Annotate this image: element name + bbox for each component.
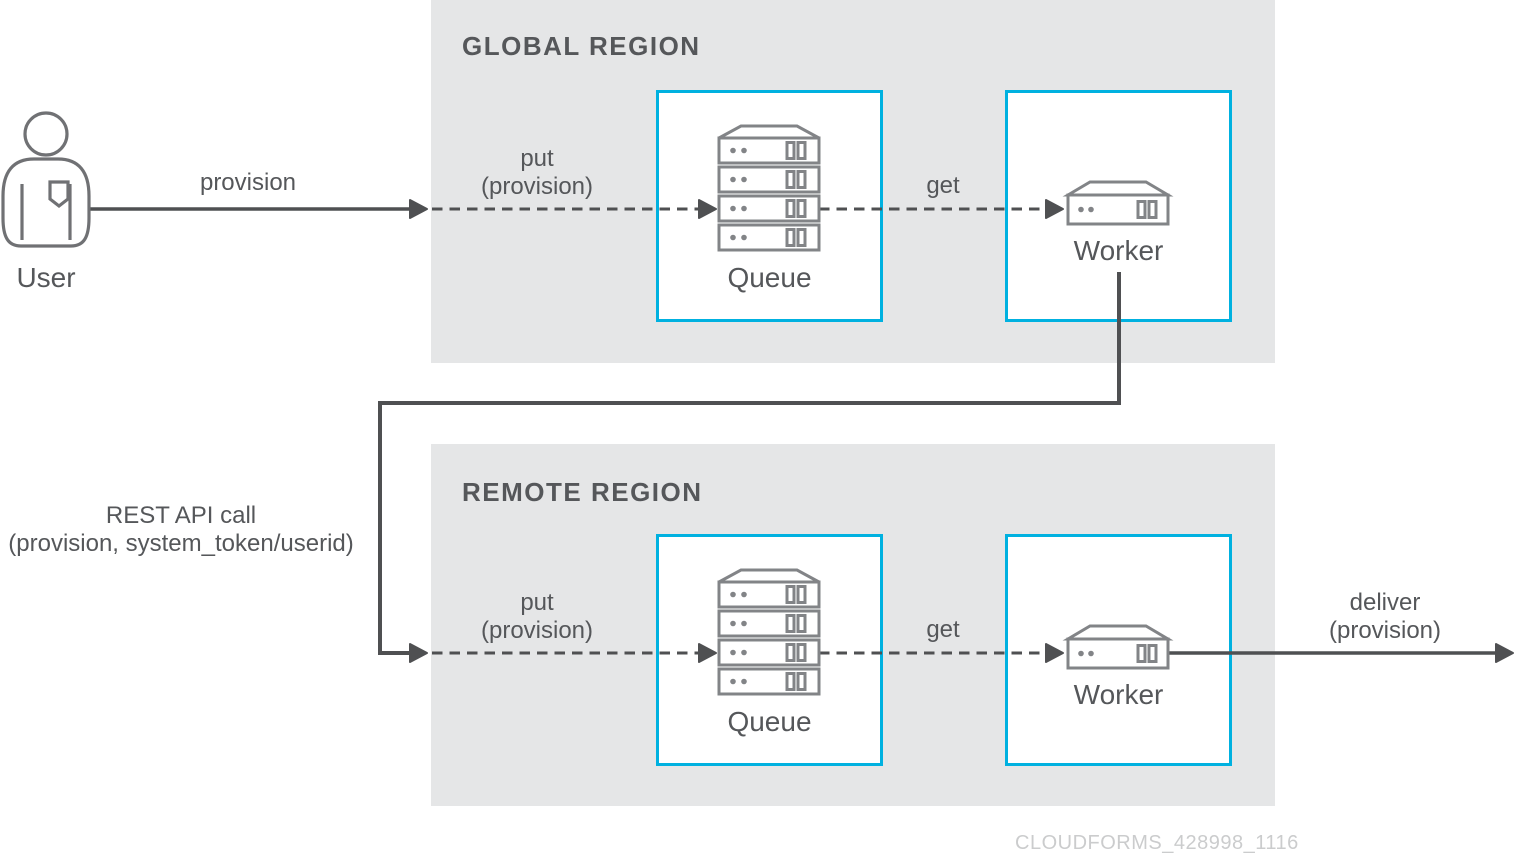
get-global-arrow xyxy=(819,199,1064,219)
deliver-line2: (provision) xyxy=(1328,617,1442,644)
deliver-arrow xyxy=(1167,643,1514,663)
get-remote-label: get xyxy=(926,616,960,643)
user-label: User xyxy=(16,262,76,293)
get-remote-arrow xyxy=(819,643,1064,663)
rest-api-connector xyxy=(378,272,1121,663)
global-queue-icon xyxy=(717,124,821,252)
put-global-line1: put xyxy=(520,145,554,172)
rest-api-line1: REST API call xyxy=(105,502,257,529)
global-queue-label: Queue xyxy=(727,262,812,293)
get-global-label: get xyxy=(926,172,960,199)
remote-queue-label: Queue xyxy=(727,706,812,737)
remote-queue-icon xyxy=(717,568,821,696)
global-worker-icon xyxy=(1062,180,1174,226)
put-global-line2: (provision) xyxy=(480,173,594,200)
put-remote-arrow xyxy=(432,643,717,663)
user-icon xyxy=(1,111,91,248)
put-remote-line1: put xyxy=(520,589,554,616)
watermark-text: CLOUDFORMS_428998_1116 xyxy=(1015,832,1299,854)
provision-arrow xyxy=(90,199,428,219)
rest-api-label: REST API call (provision, system_token/u… xyxy=(0,502,362,558)
remote-region-title: REMOTE REGION xyxy=(462,477,703,507)
remote-worker-label: Worker xyxy=(1073,679,1164,710)
rest-api-line2: (provision, system_token/userid) xyxy=(8,530,354,557)
global-worker-label: Worker xyxy=(1073,235,1164,266)
put-global-arrow xyxy=(432,199,717,219)
remote-worker-icon xyxy=(1062,624,1174,670)
global-region-title: GLOBAL REGION xyxy=(462,31,701,61)
deliver-line1: deliver xyxy=(1349,589,1421,616)
put-remote-label: put (provision) xyxy=(437,589,637,645)
put-global-label: put (provision) xyxy=(437,145,637,201)
provision-label: provision xyxy=(199,169,297,196)
deliver-label: deliver (provision) xyxy=(1285,589,1485,645)
put-remote-line2: (provision) xyxy=(480,617,594,644)
